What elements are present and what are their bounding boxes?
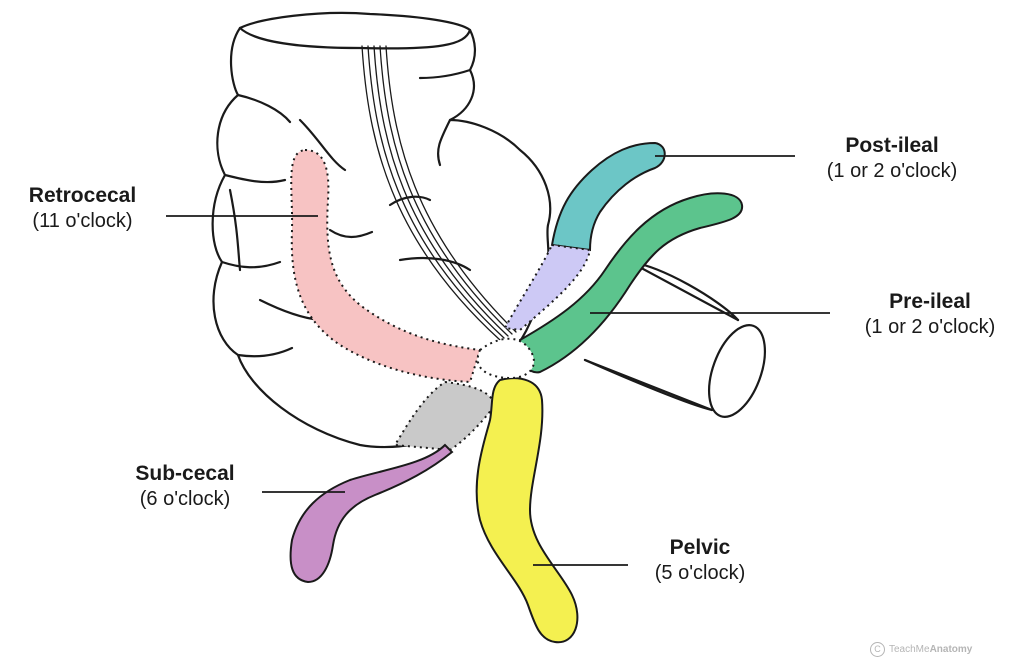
ileum-opening xyxy=(708,324,766,418)
retrocecal-appendix xyxy=(290,148,482,384)
label-post-ileal-position: (1 or 2 o'clock) xyxy=(826,160,958,183)
label-pelvic-name: Pelvic xyxy=(669,536,731,559)
watermark-brand-prefix: TeachMe xyxy=(889,644,930,656)
post-ileal-overlap xyxy=(503,243,592,332)
pelvic-appendix xyxy=(475,377,579,644)
sub-cecal-appendix xyxy=(289,443,454,584)
label-post-ileal-name: Post-ileal xyxy=(845,134,939,157)
label-retrocecal-name: Retrocecal xyxy=(28,184,137,207)
label-pre-ileal-position: (1 or 2 o'clock) xyxy=(864,316,996,339)
label-pre-ileal: Pre-ileal (1 or 2 o'clock) xyxy=(836,289,1024,340)
label-pelvic: Pelvic (5 o'clock) xyxy=(630,535,770,586)
sub-cecal-overlap xyxy=(393,380,497,452)
label-pre-ileal-name: Pre-ileal xyxy=(889,290,971,313)
label-pelvic-position: (5 o'clock) xyxy=(654,562,746,585)
watermark-brand-suffix: Anatomy xyxy=(929,644,973,656)
label-post-ileal: Post-ileal (1 or 2 o'clock) xyxy=(800,133,984,184)
post-ileal-appendix xyxy=(550,141,666,252)
label-sub-cecal: Sub-cecal (6 o'clock) xyxy=(110,461,260,512)
caecum xyxy=(211,11,552,449)
label-sub-cecal-position: (6 o'clock) xyxy=(139,488,231,511)
appendix-base xyxy=(476,337,535,380)
watermark: C TeachMeAnatomy xyxy=(870,642,1020,660)
copyright-icon: C xyxy=(870,642,885,657)
label-retrocecal: Retrocecal (11 o'clock) xyxy=(0,183,165,234)
pre-ileal-appendix xyxy=(518,192,744,374)
label-sub-cecal-name: Sub-cecal xyxy=(135,462,235,485)
label-retrocecal-position: (11 o'clock) xyxy=(32,210,133,233)
taenia-coli xyxy=(361,45,517,341)
